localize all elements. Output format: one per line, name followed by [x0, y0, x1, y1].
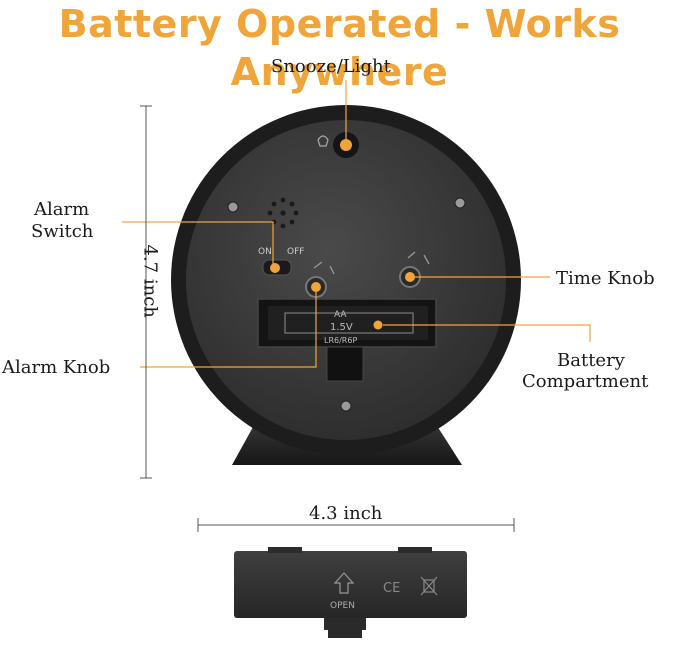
- open-arrow-icon: [333, 572, 355, 594]
- width-dimension-line: [197, 518, 515, 532]
- battery-type-marking: AA: [334, 310, 347, 320]
- height-dimension-line: [140, 105, 152, 479]
- alarm-arrow-icon: [313, 261, 335, 275]
- battery-label-line1: Battery: [557, 350, 625, 371]
- alarm-switch-label-line1: Alarm: [34, 199, 90, 220]
- recycle-bin-icon: [420, 576, 438, 596]
- voltage-marking: 1.5V: [330, 322, 353, 333]
- ce-mark: CE: [383, 581, 400, 596]
- width-dimension-label: 4.3 inch: [309, 503, 383, 524]
- light-bulb-icon: [317, 135, 329, 147]
- battery-label-line2: Compartment: [522, 371, 649, 392]
- open-marking: OPEN: [330, 601, 355, 611]
- battery-code-marking: LR6/R6P: [324, 336, 357, 345]
- page-title: Battery Operated - Works Anywhere: [58, 2, 621, 94]
- height-dimension-label: 4.7 inch: [139, 244, 161, 318]
- battery-cover: [234, 551, 467, 618]
- cover-tab: [324, 618, 366, 638]
- alarm-switch-label-line2: Switch: [31, 221, 94, 242]
- battery-icon: [284, 312, 414, 334]
- snooze-light-label: Snooze/Light: [271, 56, 391, 77]
- time-arrow-icon: [407, 251, 430, 265]
- switch-on-marking: ON: [258, 247, 272, 257]
- callout-lines: [122, 80, 591, 368]
- switch-off-marking: OFF: [287, 247, 304, 257]
- screw-icon: [227, 197, 466, 412]
- clock-back-face: [186, 120, 506, 440]
- time-knob-label: Time Knob: [556, 268, 655, 289]
- alarm-knob-label: Alarm Knob: [2, 357, 111, 378]
